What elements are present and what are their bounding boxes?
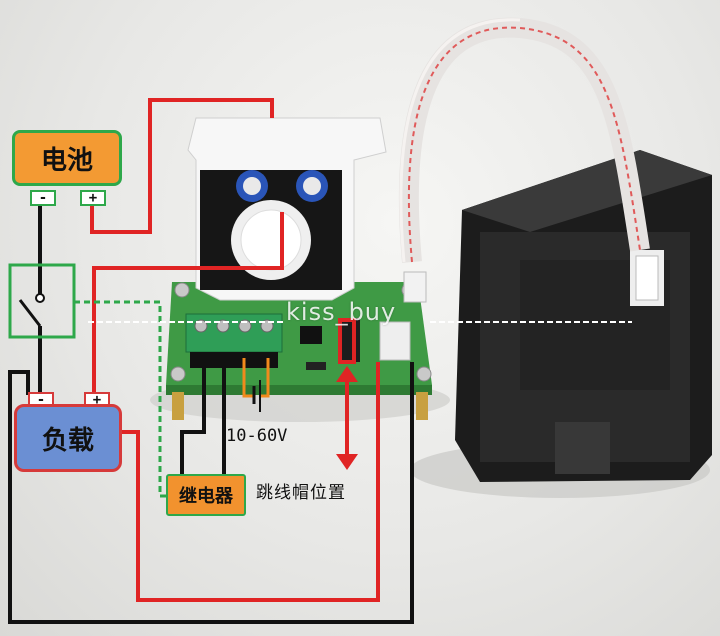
jumper-position-label: 跳线帽位置 [256,483,346,503]
current-sensor [187,117,387,301]
display-module [455,150,712,482]
pcb-connector [379,321,411,361]
orange-voltage-wires [242,358,270,398]
load-label: 负载 [14,404,122,472]
ribbon-cable [398,17,650,263]
watermark-text: kiss_buy [286,298,397,326]
red-wires [90,98,380,602]
relay-label: 继电器 [166,474,246,516]
battery-minus-sign: - [30,190,56,206]
battery-plus-sign: + [80,190,106,206]
jumper-arrow [336,366,358,470]
voltage-range-label: 10-60V [226,426,288,446]
terminal-blocks [185,313,283,368]
voltage-source-symbol [252,380,261,412]
relay-control-line [74,300,166,498]
battery-label: 电池 [12,130,122,186]
